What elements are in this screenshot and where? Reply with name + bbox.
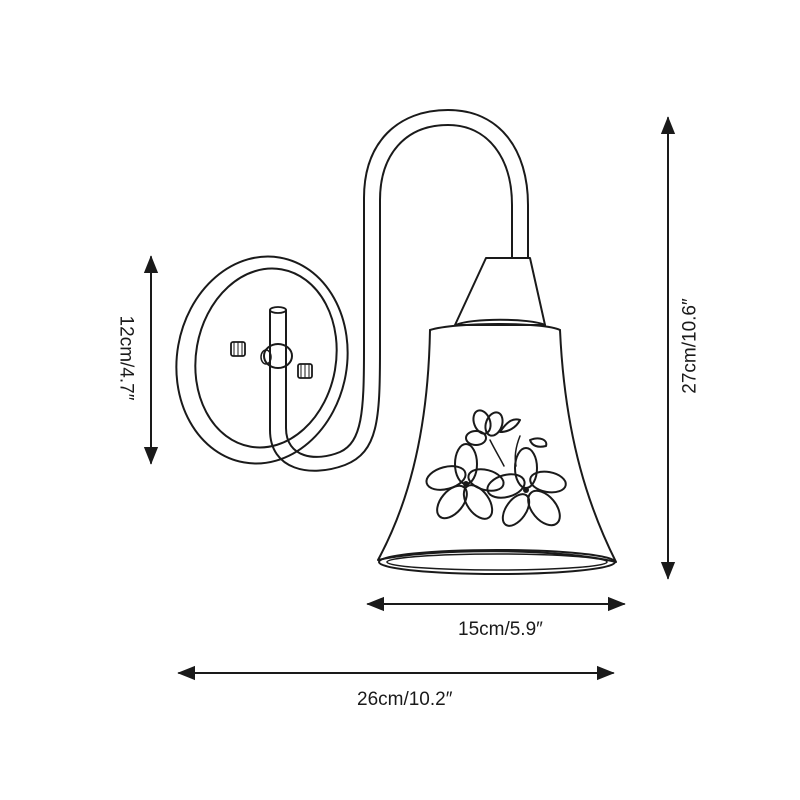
gooseneck-arm — [260, 109, 529, 472]
backplate — [175, 255, 349, 465]
floral-motif — [425, 409, 567, 527]
lamp-shade — [377, 257, 617, 575]
backplate-height-label: 12cm/4.7″ — [115, 315, 137, 401]
shade-width-label: 15cm/5.9″ — [458, 619, 543, 640]
total-depth-label: 26cm/10.2″ — [357, 689, 453, 710]
total-height-label: 27cm/10.6″ — [679, 298, 701, 394]
dimension-lines — [143, 116, 676, 681]
